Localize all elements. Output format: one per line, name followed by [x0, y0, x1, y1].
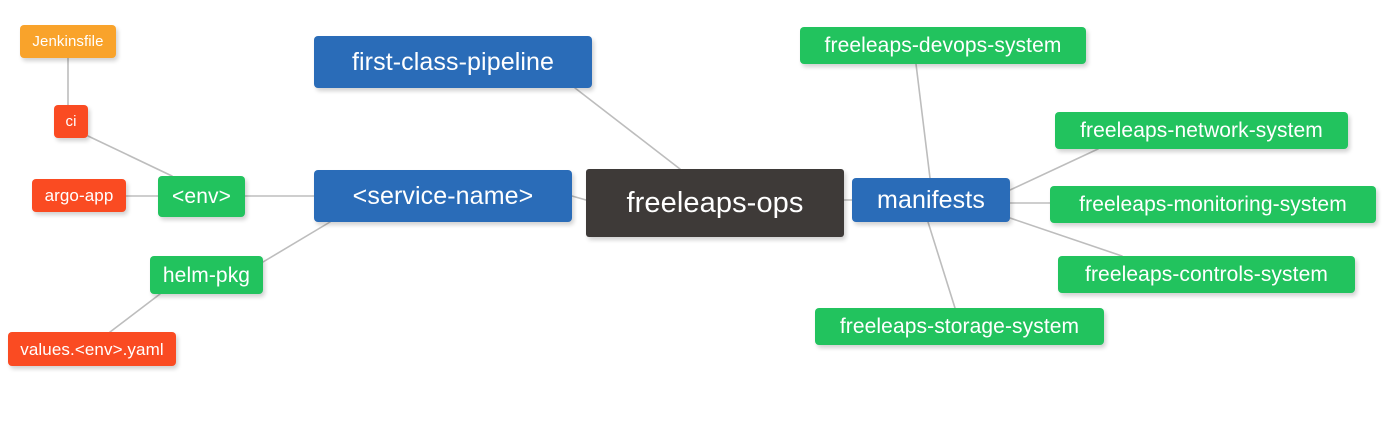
node-ci[interactable]: ci	[54, 105, 88, 138]
node-storage[interactable]: freeleaps-storage-system	[815, 308, 1104, 345]
edge-root-to-pipeline	[574, 87, 681, 170]
edge-manifests-to-controls	[1009, 217, 1123, 257]
edge-service-to-helm	[262, 221, 331, 263]
node-controls[interactable]: freeleaps-controls-system	[1058, 256, 1355, 293]
node-devops[interactable]: freeleaps-devops-system	[800, 27, 1086, 64]
edge-manifests-to-storage	[927, 221, 956, 309]
node-manifests[interactable]: manifests	[852, 178, 1010, 222]
node-env[interactable]: <env>	[158, 176, 245, 217]
node-network[interactable]: freeleaps-network-system	[1055, 112, 1348, 149]
node-monitoring[interactable]: freeleaps-monitoring-system	[1050, 186, 1376, 223]
node-values[interactable]: values.<env>.yaml	[8, 332, 176, 366]
node-service[interactable]: <service-name>	[314, 170, 572, 222]
edge-manifests-to-devops	[915, 63, 931, 179]
node-root[interactable]: freeleaps-ops	[586, 169, 844, 237]
edge-manifests-to-network	[1009, 148, 1099, 191]
node-pipeline[interactable]: first-class-pipeline	[314, 36, 592, 88]
node-jenkins[interactable]: Jenkinsfile	[20, 25, 116, 58]
edge-root-to-service	[571, 195, 587, 201]
node-helm[interactable]: helm-pkg	[150, 256, 263, 294]
edge-helm-to-values	[109, 293, 161, 333]
edge-env-to-ci	[87, 135, 173, 177]
node-argo[interactable]: argo-app	[32, 179, 126, 212]
